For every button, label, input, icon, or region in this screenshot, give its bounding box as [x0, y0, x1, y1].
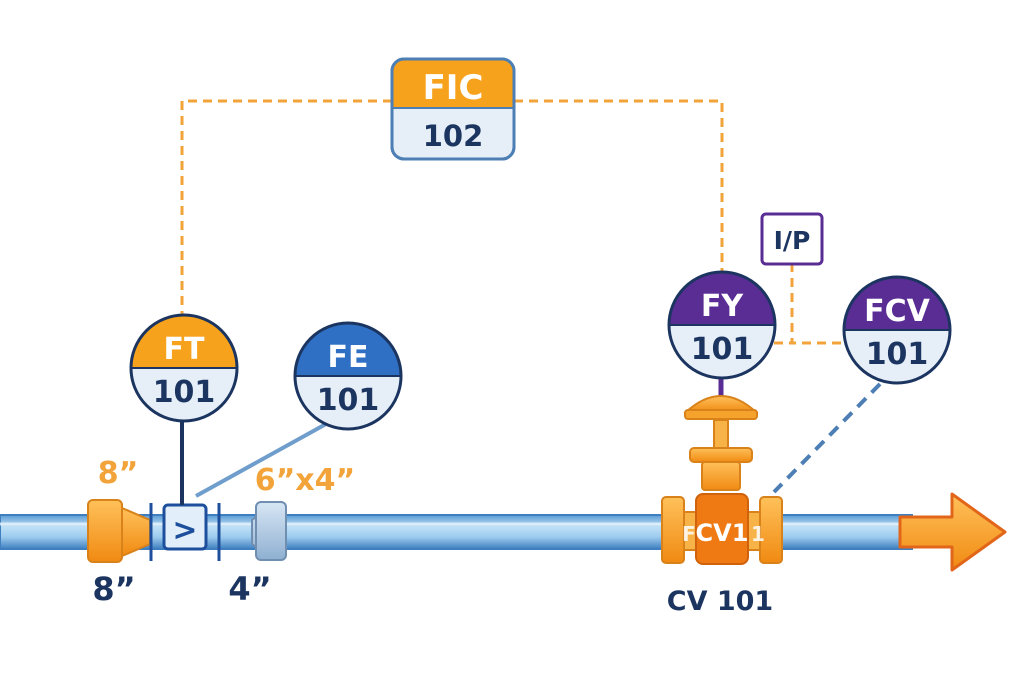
valve-caption: CV 101 [667, 586, 773, 617]
signal-line-fcv-to-valve [772, 382, 882, 494]
flow-direction-arrow [898, 492, 1007, 572]
flow-element-symbol: > [172, 513, 197, 548]
valve-body-text: CV1 [696, 519, 749, 547]
fy-number: 101 [691, 332, 754, 367]
signal-lines [180, 99, 882, 494]
fic-controller[interactable]: FIC 102 [390, 57, 516, 161]
fy-letters: FY [701, 289, 744, 324]
size-label-4in: 4” [228, 570, 271, 608]
fe-letters: FE [328, 340, 369, 375]
reducer-6x4 [251, 501, 287, 561]
fcv-bubble[interactable]: FCV 101 [842, 275, 952, 385]
fe-bubble[interactable]: FE 101 [293, 321, 403, 431]
ft-bubble[interactable]: FT 101 [129, 313, 239, 423]
fic-letters: FIC [423, 68, 484, 108]
control-valve: F CV1 1 CV 101 [661, 375, 783, 617]
fcv-letters: FCV [864, 294, 931, 329]
size-label-8in-top: 8” [98, 456, 139, 491]
ip-label: I/P [774, 226, 811, 255]
ft-number: 101 [153, 375, 216, 410]
ft-letters: FT [164, 332, 205, 367]
ip-converter-box[interactable]: I/P [760, 212, 824, 266]
fe-leader-line [195, 422, 327, 498]
signal-line-ft-to-fic [180, 99, 392, 320]
fe-number: 101 [317, 383, 380, 418]
size-label-6x4: 6”x4” [255, 463, 356, 498]
fcv-number: 101 [866, 337, 929, 372]
size-label-8in-bottom: 8” [92, 570, 135, 608]
signal-line-fic-to-fy [514, 99, 724, 272]
fy-bubble[interactable]: FY 101 [667, 270, 777, 380]
fic-number: 102 [423, 119, 484, 153]
valve-flange-text-left: F [682, 522, 696, 546]
flow-element: > [149, 420, 327, 561]
valve-flange-text-right: 1 [751, 522, 765, 546]
signal-line-ip-to-fcv [790, 263, 846, 345]
reducer-8in [87, 499, 151, 563]
